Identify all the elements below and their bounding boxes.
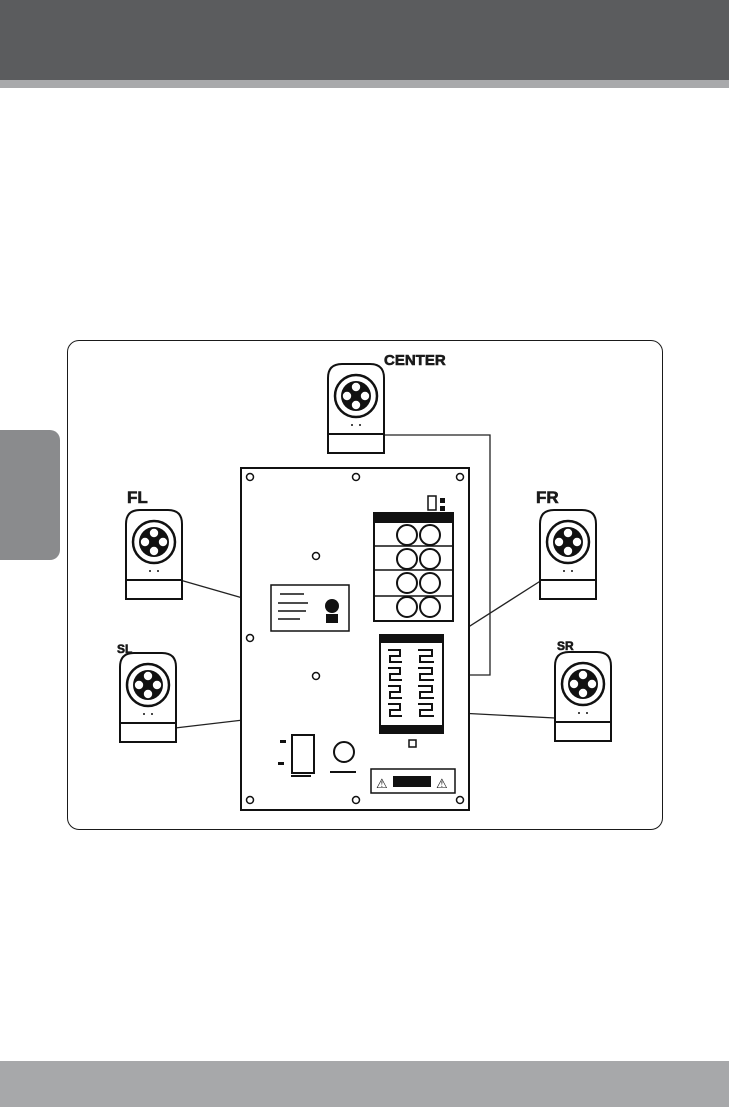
surround-left-label: SL — [117, 642, 132, 656]
front-right-label: FR — [536, 488, 559, 507]
speaker-output-terminals — [380, 635, 443, 747]
surround-right-label: SR — [557, 639, 574, 653]
spec-label-plate — [271, 585, 349, 631]
warning-icon-right: ⚠ — [436, 777, 448, 792]
center-speaker — [328, 364, 384, 453]
front-left-label: FL — [127, 488, 148, 507]
center-label: CENTER — [384, 352, 446, 369]
surround-left-speaker — [120, 653, 176, 742]
front-left-speaker — [126, 510, 182, 599]
front-right-speaker — [540, 510, 596, 599]
warning-plate: ⚠ ⚠ — [371, 769, 455, 793]
rca-input-block — [374, 496, 453, 621]
surround-right-speaker — [555, 652, 611, 741]
subwoofer-rear-panel: ⚠ ⚠ — [241, 468, 469, 810]
warning-icon-left: ⚠ — [376, 777, 388, 792]
